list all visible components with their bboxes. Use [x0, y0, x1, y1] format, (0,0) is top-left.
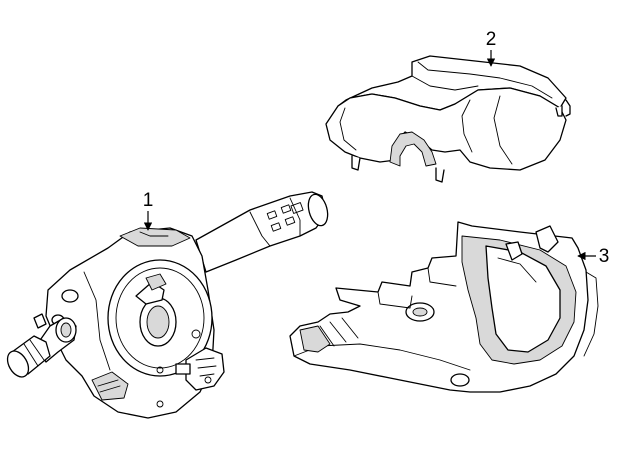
callout-3: 3: [577, 246, 610, 267]
callout-3-label: 3: [599, 246, 610, 267]
lower-column-shroud: [289, 221, 599, 393]
callout-2: 2: [486, 29, 497, 67]
callout-1-label: 1: [143, 190, 154, 211]
callout-2-label: 2: [486, 29, 497, 50]
upper-column-shroud: [325, 55, 571, 183]
multifunction-switch: [6, 191, 329, 419]
callout-1: 1: [143, 190, 154, 231]
